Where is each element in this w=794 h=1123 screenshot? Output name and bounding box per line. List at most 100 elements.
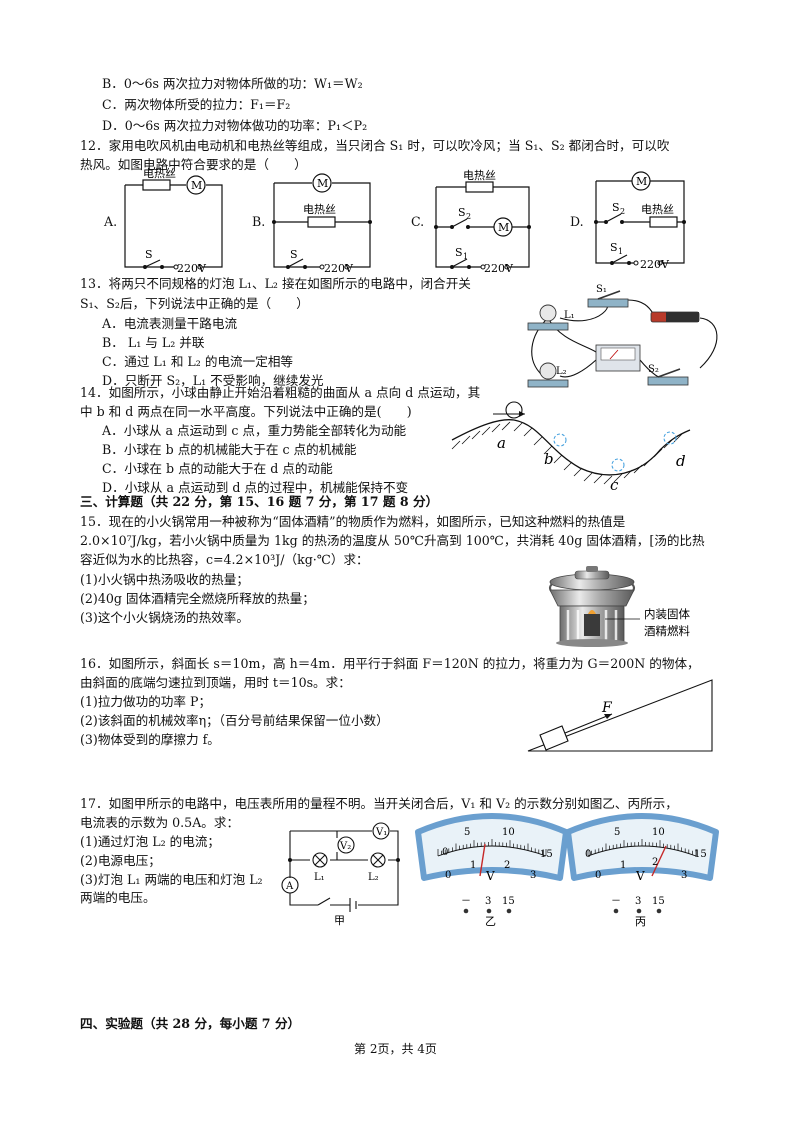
q14-option-d: D．小球从 a 点运动到 d 点的过程中，机械能保持不变 (102, 480, 409, 495)
q11-option-d: D．0～6s 两次拉力对物体做功的功率：P₁＜P₂ (102, 118, 368, 133)
q17-fig-jia-caption: 甲 (334, 914, 345, 927)
q12-d-heater-label: 电热丝 (641, 203, 674, 216)
q12-d-s2-sub: 2 (620, 207, 625, 216)
q12-b-voltage: 220V (324, 262, 354, 275)
q12-a-switch-label: S (145, 248, 153, 261)
q12-d-motor-symbol: M (636, 175, 647, 188)
q12-b-heater-label: 电热丝 (303, 203, 336, 216)
q12-circuit-a: 电热丝 M S 220V (124, 167, 223, 275)
q15-stem-line2: 2.0×10⁷J/kg，若小火锅中质量为 1kg 的热汤的温度从 50℃升高到 … (80, 533, 705, 548)
q12-c-heater-label: 电热丝 (463, 169, 496, 182)
q17-meter-bing: 5 10 15 0 0 1 2 3 V － 3 15 丙 (565, 813, 719, 928)
q15-part1: (1)小火锅中热汤吸收的热量； (80, 572, 249, 587)
q14-fig-point-c: c (610, 476, 619, 494)
q14-option-c: C．小球在 b 点的动能大于在 d 点的动能 (102, 461, 333, 476)
q12-circuit-b: M 电热丝 S 220V (272, 173, 372, 275)
q16-fig-force-label: F (601, 700, 613, 716)
q12-d-s2-label: S (612, 201, 620, 214)
q15-hotpot-figure: 内装固体 酒精燃料 (549, 566, 690, 647)
q12-b-switch-label: S (290, 248, 298, 261)
q14-fig-point-a: a (497, 434, 506, 452)
q17-fig-bing-caption: 丙 (635, 915, 646, 928)
q12-d-voltage: 220V (640, 258, 670, 271)
q14-fig-point-b: b (544, 450, 554, 468)
q14-curve-figure: a b c d (451, 401, 691, 494)
q12-c-motor-symbol: M (498, 221, 509, 234)
q17-l2-label: L₂ (368, 872, 379, 883)
q17-circuit-jia: V₁ V₂ A L₁ L₂ 甲 (281, 822, 400, 927)
page-footer: 第 2页，共 4页 (354, 1042, 437, 1056)
section-3-heading: 三、计算题（共 22 分，第 15、16 题 7 分，第 17 题 8 分） (80, 494, 439, 509)
q17-bing-inner-2: 2 (652, 857, 658, 868)
q14-option-b: B．小球在 b 点的机械能大于在 c 点的机械能 (102, 442, 357, 457)
q17-part3: (3)灯泡 L₁ 两端的电压和灯泡 L₂ (80, 872, 263, 887)
q15-fig-label-line1: 内装固体 (644, 607, 690, 621)
q12-stem-line1: 12．家用电吹风机由电动机和电热丝等组成，当只闭合 S₁ 时，可以吹冷风；当 S… (80, 138, 670, 153)
q14-stem-line2: 中 b 和 d 两点在同一水平高度。下列说法中正确的是( ) (80, 404, 412, 419)
q13-fig-s2-label: S₂ (648, 364, 659, 375)
q14-option-a: A．小球从 a 点运动到 c 点，重力势能全部转化为动能 (102, 423, 407, 438)
q13-option-a: A．电流表测量干路电流 (102, 316, 238, 331)
q12-c-voltage: 220V (484, 262, 514, 275)
q17-meter-yi: 5 10 15 0 0 1 2 3 V － 3 15 乙 (415, 813, 569, 928)
q17-v2-symbol: V₂ (339, 841, 351, 852)
q13-stem-line1: 13．将两只不同规格的灯泡 L₁、L₂ 接在如图所示的电路中，闭合开关 (80, 276, 471, 291)
q13-fig-l2-label: L₂ (556, 366, 567, 377)
q12-a-heater-label: 电热丝 (143, 167, 176, 180)
q17-bing-terminal-neg: － (611, 896, 621, 907)
q17-bing-tick-15: 15 (694, 849, 707, 860)
q17-yi-unit: V (485, 869, 495, 883)
q17-yi-inner-1: 1 (470, 860, 476, 871)
q12-circuit-d: M S 2 电热丝 S 1 220V (594, 171, 686, 271)
q17-bing-inner-1: 1 (620, 860, 626, 871)
q17-yi-tick-15: 15 (540, 849, 553, 860)
q15-fig-label-line2: 酒精燃料 (644, 624, 690, 638)
q12-option-a-label: A. (104, 214, 118, 229)
q12-c-s2-sub: 2 (466, 212, 471, 221)
q16-stem-line2: 由斜面的底端匀速拉到顶端，用时 t＝10s。求： (80, 675, 351, 690)
q11-option-c: C．两次物体所受的拉力：F₁＝F₂ (102, 97, 291, 112)
q17-yi-tick-5: 5 (464, 827, 470, 838)
q12-c-s2-label: S (458, 206, 466, 219)
q12-c-s1-label: S (455, 246, 463, 259)
q17-fig-yi-caption: 乙 (485, 915, 496, 928)
q17-yi-inner-0: 0 (445, 870, 451, 881)
q12-c-s1-sub: 1 (463, 252, 468, 261)
q17-yi-tick-0-top: 0 (442, 847, 448, 858)
q17-part4: 两端的电压。 (80, 890, 156, 905)
q12-option-d-label: D. (570, 214, 584, 229)
q16-incline-figure: F (527, 679, 713, 752)
q17-part2: (2)电源电压； (80, 853, 161, 868)
q13-option-b: B． L₁ 与 L₂ 并联 (102, 335, 205, 350)
q17-yi-terminal-neg: － (461, 896, 471, 907)
q12-stem-line2: 热风。如图电路中符合要求的是（ ） (80, 157, 307, 172)
q17-ammeter-symbol: A (285, 881, 294, 892)
q17-bing-tick-5: 5 (614, 827, 620, 838)
q13-stem-line2: S₁、S₂后，下列说法中正确的是（ ） (80, 296, 309, 311)
q17-part1: (1)通过灯泡 L₂ 的电流； (80, 834, 221, 849)
q17-stem-line1: 17．如图甲所示的电路中，电压表所用的量程不明。当开关闭合后，V₁ 和 V₂ 的… (80, 796, 678, 811)
q12-d-s1-sub: 1 (618, 247, 623, 256)
q13-fig-l1-label: L₁ (564, 310, 575, 321)
q17-v1-symbol: V₁ (375, 827, 387, 838)
q17-bing-inner-0: 0 (595, 870, 601, 881)
q17-bing-tick-10: 10 (652, 827, 665, 838)
q16-stem-line1: 16．如图所示，斜面长 s＝10m，高 h＝4m．用平行于斜面 F＝120N 的… (80, 656, 700, 671)
q13-option-d: D．只断开 S₂，L₁ 不受影响，继续发光 (102, 373, 324, 388)
q17-bing-tick-0-top: 0 (585, 849, 591, 860)
q17-bing-terminal-15: 15 (652, 896, 665, 907)
q12-a-motor-symbol: M (191, 179, 202, 192)
q15-stem-line1: 15．现在的小火锅常用一种被称为“固体酒精”的物质作为燃料，如图所示，已知这种燃… (80, 514, 626, 529)
q17-yi-inner-2: 2 (504, 860, 510, 871)
q16-part2: (2)该斜面的机械效率η；（百分号前结果保留一位小数） (80, 713, 389, 728)
q17-yi-terminal-15: 15 (502, 896, 515, 907)
q14-fig-point-d: d (676, 452, 686, 470)
q16-part3: (3)物体受到的摩擦力 f。 (80, 732, 220, 747)
q17-yi-terminal-3: 3 (485, 896, 491, 907)
section-4-heading: 四、实验题（共 28 分，每小题 7 分） (80, 1016, 301, 1031)
q11-option-b: B．0～6s 两次拉力对物体所做的功：W₁＝W₂ (102, 76, 363, 91)
q12-option-b-label: B. (252, 214, 266, 229)
q17-yi-inner-3: 3 (530, 870, 536, 881)
q17-bing-terminal-3: 3 (635, 896, 641, 907)
q12-circuit-c: 电热丝 S 2 M S 1 220V (434, 169, 531, 275)
